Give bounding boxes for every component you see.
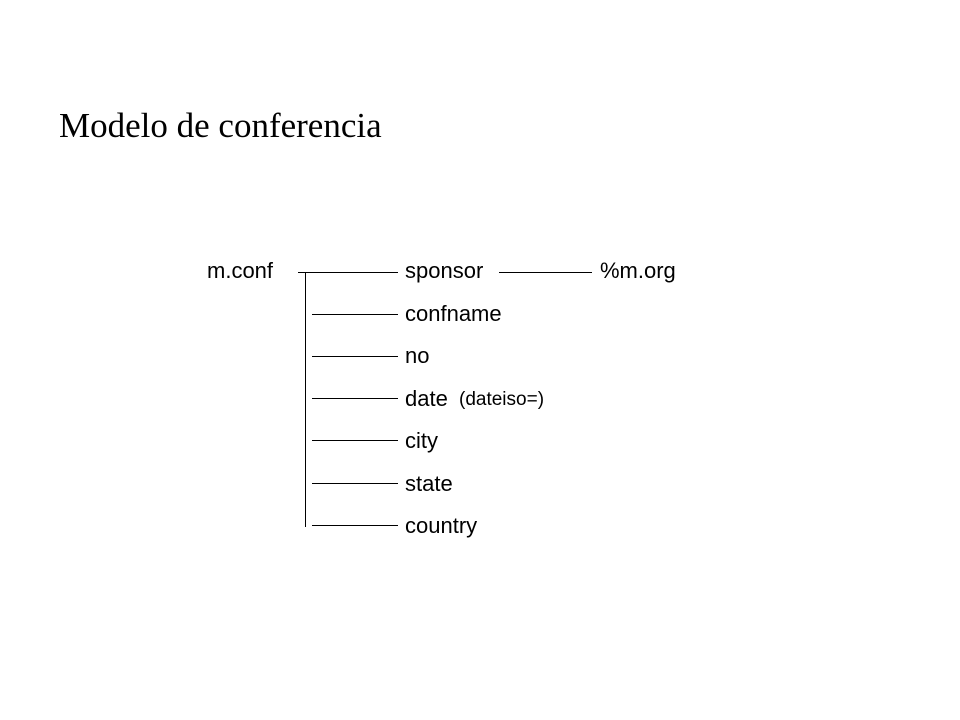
branch-state bbox=[312, 483, 398, 484]
root-connector bbox=[298, 272, 398, 273]
branch-date bbox=[312, 398, 398, 399]
slide-title: Modelo de conferencia bbox=[59, 106, 382, 145]
branch-city bbox=[312, 440, 398, 441]
node-sponsor-link: %m.org bbox=[600, 258, 676, 283]
root-node-label: m.conf bbox=[207, 258, 274, 283]
node-city: city bbox=[405, 428, 438, 453]
node-confname: confname bbox=[405, 301, 502, 326]
node-date: date bbox=[405, 386, 448, 411]
node-no: no bbox=[405, 343, 430, 368]
branch-country bbox=[312, 525, 398, 526]
node-sponsor: sponsor bbox=[405, 258, 484, 283]
branch-confname bbox=[312, 314, 398, 315]
node-date-attribute: (dateiso=) bbox=[459, 389, 545, 410]
branch-no bbox=[312, 356, 398, 357]
sponsor-link-connector bbox=[499, 272, 592, 273]
tree-trunk bbox=[305, 272, 306, 527]
node-state: state bbox=[405, 471, 453, 496]
node-country: country bbox=[405, 513, 478, 538]
